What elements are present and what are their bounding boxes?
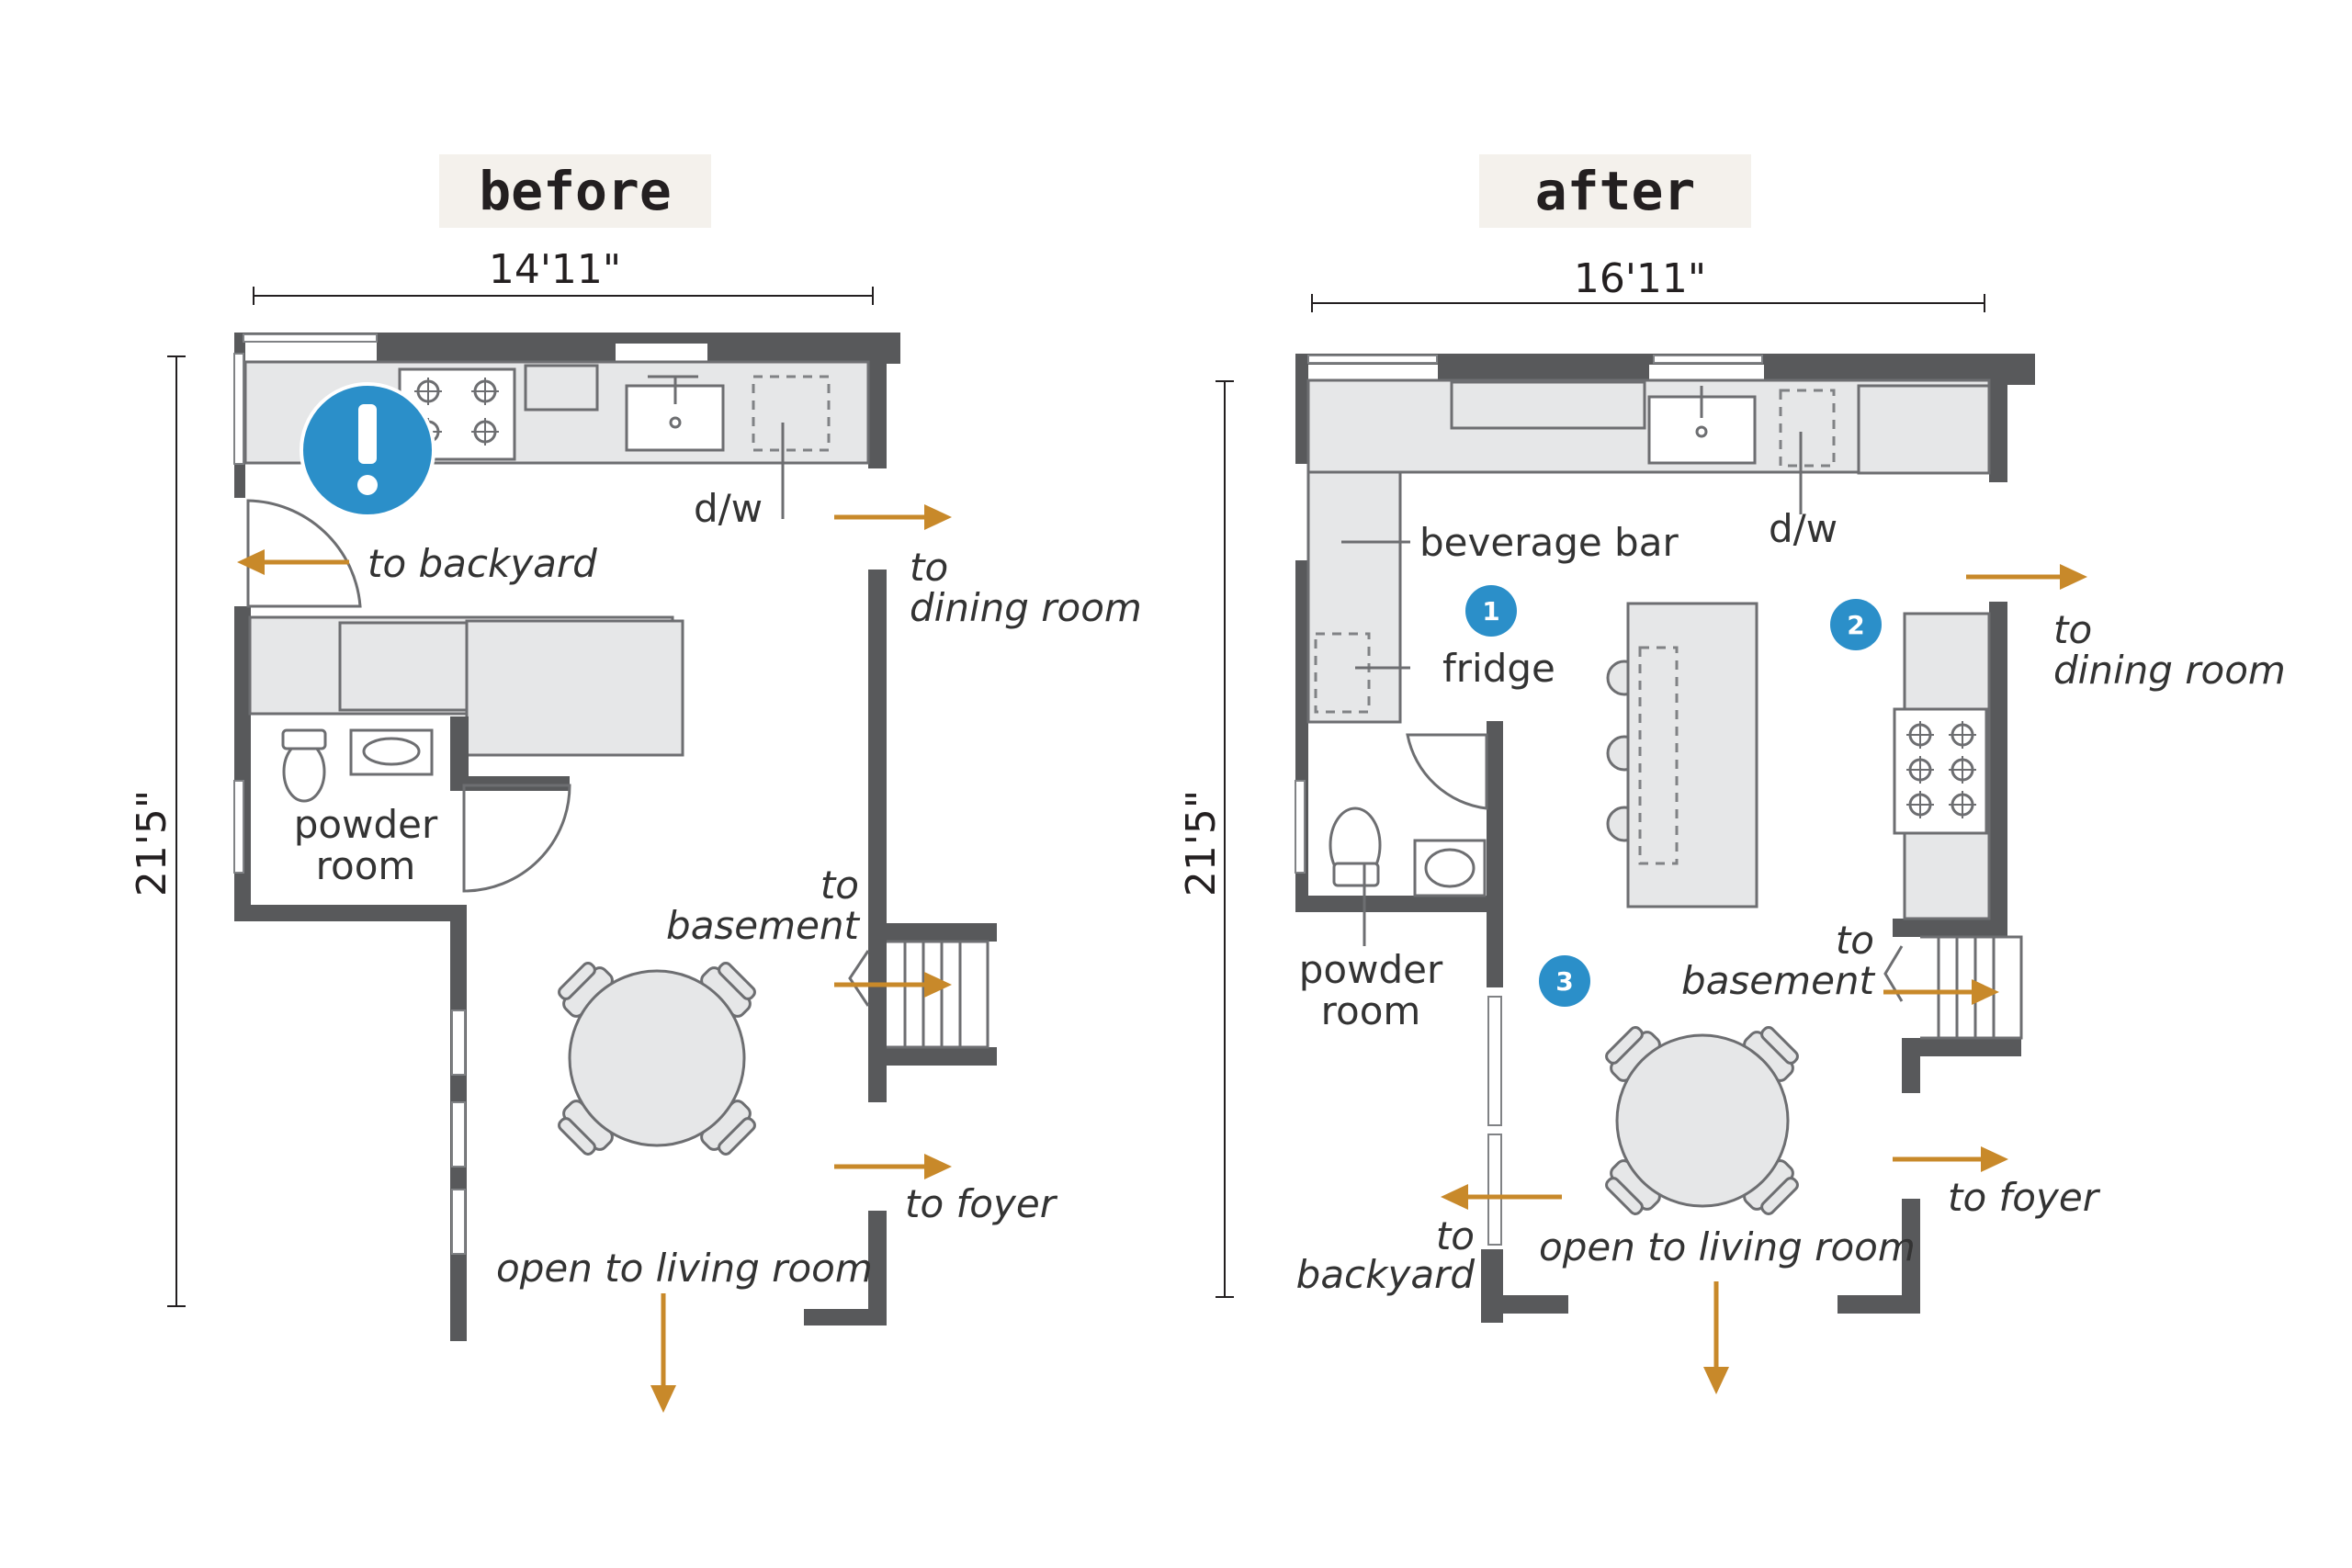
before-powder-door [462, 784, 571, 893]
before-dining-set [551, 955, 763, 1162]
before-to-foyer-label: to foyer [905, 1181, 1058, 1226]
before-peninsula-end [465, 619, 684, 757]
after-badge-3: 3 [1539, 955, 1590, 1007]
after-open-living-label: open to living room [1539, 1224, 1916, 1269]
svg-text:21'5": 21'5" [1178, 790, 1225, 897]
before-open-living-label: open to living room [496, 1246, 873, 1291]
after-badge-1: 1 [1465, 585, 1517, 637]
after-fridge-label: fridge [1442, 646, 1555, 691]
after-fridge [1314, 632, 1371, 714]
before-height-dimension: 21'5" [129, 355, 186, 1307]
after-plan: after 16'11" 21'5" [1178, 154, 2286, 1394]
after-arrow-dining [1966, 564, 2087, 590]
after-to-backyard-label-2: backyard [1296, 1252, 1476, 1297]
after-dining-table [1615, 1033, 1790, 1208]
before-window [233, 780, 244, 874]
before-basement-stairs [848, 940, 989, 1049]
before-arrow-foyer [834, 1154, 952, 1179]
before-to-backyard-label: to backyard [368, 541, 597, 586]
before-window [451, 1189, 466, 1255]
after-window [1295, 780, 1306, 874]
after-header: after [1535, 160, 1696, 222]
svg-text:2: 2 [1847, 610, 1864, 640]
before-window [243, 333, 378, 343]
after-dishwasher [1779, 389, 1836, 468]
toilet-icon [282, 740, 326, 803]
after-to-backyard-label-1: to [1436, 1213, 1475, 1258]
alert-badge [300, 382, 435, 518]
before-to-basement-label-1: to [820, 863, 859, 908]
svg-text:21'5": 21'5" [129, 790, 175, 897]
before-dw-label: d/w [694, 486, 763, 531]
before-backyard-door [246, 499, 362, 608]
before-arrow-dining [834, 504, 952, 530]
after-powder-label-2: room [1321, 988, 1421, 1033]
before-dining-table [568, 969, 746, 1147]
before-header: before [479, 160, 672, 222]
before-window [451, 1010, 466, 1076]
after-beverage-bar-label: beverage bar [1419, 520, 1679, 565]
before-powder-label-2: room [316, 843, 416, 888]
svg-text:16'11": 16'11" [1574, 255, 1706, 302]
after-window [1307, 355, 1438, 364]
before-to-dining-label-2: dining room [910, 585, 1142, 630]
after-to-dining-label-2: dining room [2053, 648, 2286, 693]
after-beverage-bar [1306, 470, 1402, 724]
after-to-basement-label-1: to [1836, 918, 1874, 963]
before-arrow-living [650, 1293, 676, 1413]
before-range-hood [524, 364, 599, 412]
after-to-foyer-label: to foyer [1948, 1175, 2101, 1220]
svg-text:14'11": 14'11" [489, 246, 621, 293]
svg-text:1: 1 [1482, 596, 1499, 626]
after-fridge-top [1857, 384, 1991, 475]
after-dining-set [1599, 1020, 1805, 1222]
after-arrow-backyard [1441, 1184, 1562, 1210]
before-width-dimension: 14'11" [253, 246, 874, 305]
after-arrow-basement [1883, 979, 1999, 1005]
before-arrow-basement [834, 972, 952, 998]
before-powder-label-1: powder [294, 802, 438, 847]
after-powder-label-1: powder [1299, 947, 1443, 992]
after-window [1487, 1134, 1502, 1246]
before-to-dining-label-1: to [910, 545, 948, 590]
svg-text:3: 3 [1555, 966, 1573, 997]
after-badge-2: 2 [1830, 599, 1882, 650]
after-width-dimension: 16'11" [1311, 255, 1985, 312]
after-island [1606, 602, 1758, 908]
after-walls [1295, 354, 2035, 1323]
before-header-bg [439, 154, 711, 228]
before-window [233, 353, 244, 465]
after-height-dimension: 21'5" [1178, 380, 1234, 1298]
after-window [1487, 996, 1502, 1126]
before-arrow-backyard [237, 549, 349, 575]
before-window [451, 1101, 466, 1168]
after-to-dining-label-1: to [2053, 607, 2092, 652]
after-to-basement-label-2: basement [1681, 958, 1875, 1003]
before-dishwasher [752, 375, 831, 452]
after-arrow-living [1703, 1281, 1729, 1394]
before-plan: before 14'11" 21'5" [129, 154, 1142, 1413]
before-to-basement-label-2: basement [666, 903, 860, 948]
after-arrow-foyer [1893, 1146, 2008, 1172]
after-dw-label: d/w [1769, 506, 1838, 551]
after-powder-door [1406, 733, 1488, 810]
after-window [1653, 355, 1763, 364]
after-basement-stairs [1883, 935, 2023, 1040]
after-header-bg [1479, 154, 1751, 228]
